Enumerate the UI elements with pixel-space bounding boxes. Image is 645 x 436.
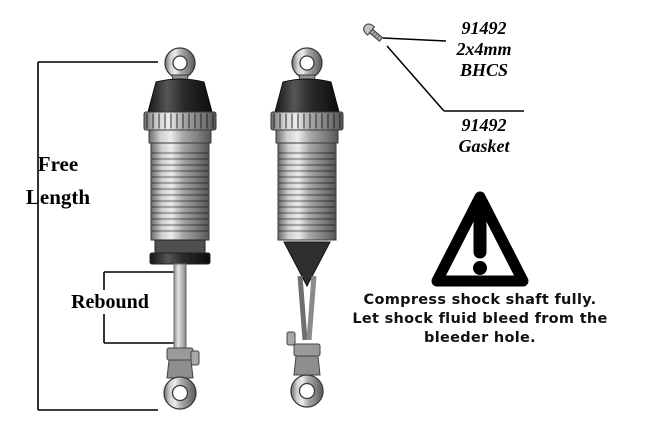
rod-end-collar [293, 343, 321, 357]
left-shock-illustration [143, 47, 217, 410]
warning-caption: Compress shock shaft fully. Let shock fl… [320, 291, 640, 348]
compression-arrow [283, 241, 331, 288]
fork-right [306, 275, 317, 341]
bhcs-screw-icon [363, 23, 384, 42]
part-gasket-type: Gasket [458, 136, 510, 156]
shock-shaft [173, 263, 187, 350]
part-label-bhcs: 91492 2x4mm BHCS [428, 18, 540, 81]
right-shock-illustration [270, 47, 344, 408]
rebound-label: Rebound [58, 290, 162, 314]
part-bhcs-number: 91492 [461, 18, 507, 38]
rod-end-tab [190, 350, 200, 366]
free-length-line1: Free [37, 152, 79, 176]
leader-line-bhcs [382, 37, 447, 42]
part-gasket-number: 91492 [461, 115, 507, 135]
rod-end-stem [166, 359, 194, 379]
spring-collar-flange [149, 252, 211, 265]
free-length-label: Free Length [10, 148, 106, 214]
part-bhcs-type: BHCS [459, 60, 509, 80]
leader-line-gasket [386, 45, 445, 112]
fork-left [297, 275, 308, 341]
rod-end-stem [293, 355, 321, 376]
bottom-eyelet-hole [171, 384, 189, 402]
rod-end-clip [286, 331, 296, 346]
free-length-bracket [37, 61, 158, 411]
warning-caption-line2: Let shock fluid bleed from the [352, 311, 608, 327]
warning-caption-line3: bleeder hole. [424, 330, 536, 346]
spring-collar [154, 239, 206, 254]
part-bhcs-size: 2x4mm [456, 39, 512, 59]
warning-caption-line1: Compress shock shaft fully. [363, 292, 597, 308]
leader-lines [382, 37, 524, 112]
rod-end-collar [166, 347, 194, 361]
bottom-eyelet-hole [298, 382, 316, 400]
free-length-line2: Length [25, 185, 91, 209]
warning-triangle-icon [431, 191, 529, 287]
part-label-gasket: 91492 Gasket [428, 115, 540, 157]
